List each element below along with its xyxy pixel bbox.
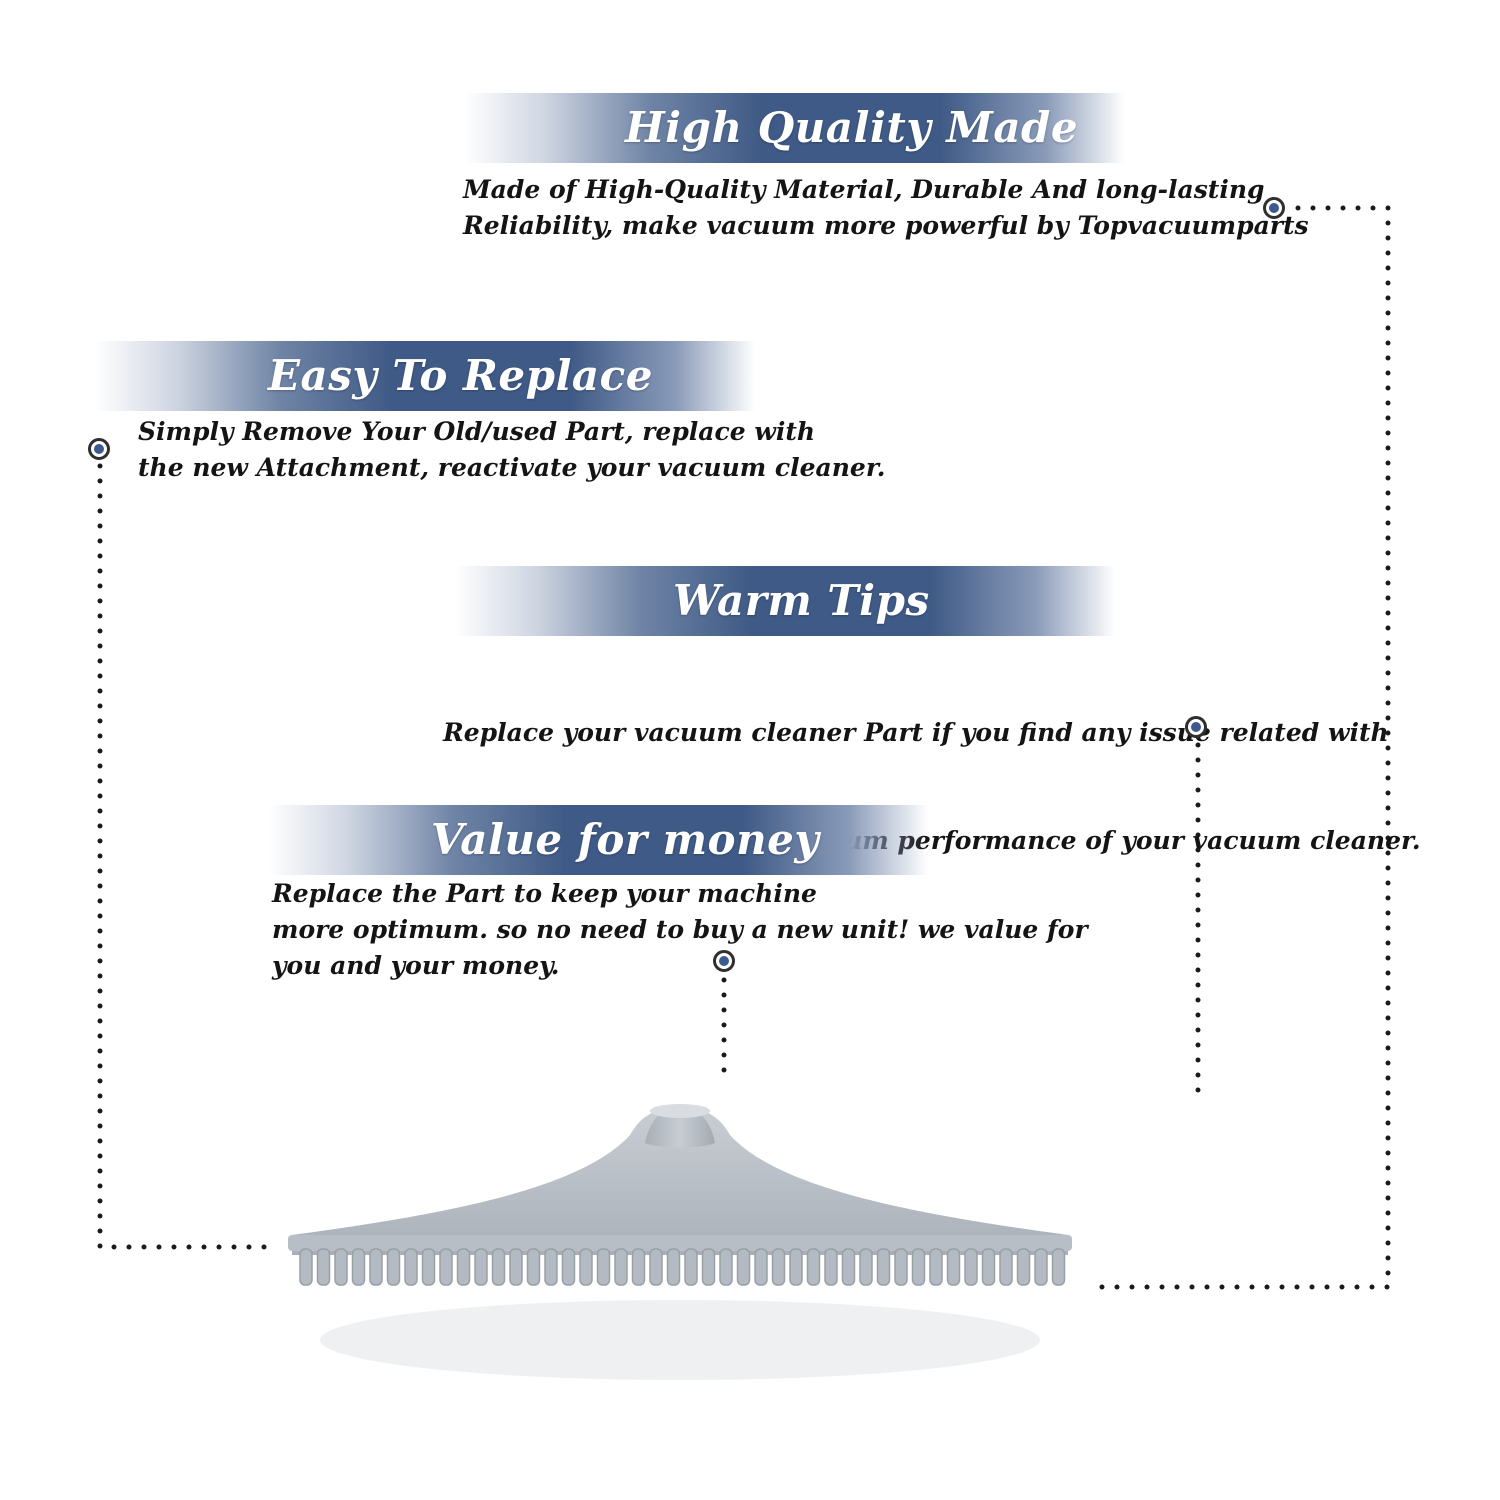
bristle-tooth: [631, 1248, 646, 1286]
bristle-tooth: [421, 1248, 436, 1286]
bristle-tooth: [701, 1248, 716, 1286]
feature-banner: Easy To Replace: [95, 341, 755, 411]
feature-title: High Quality Made: [625, 103, 1079, 152]
vacuum-floor-brush-attachment-icon: [288, 1104, 1072, 1380]
feature-description-line: Replace your vacuum cleaner Part if you …: [443, 718, 1389, 747]
bristle-tooth: [719, 1248, 733, 1286]
bristle-tooth: [789, 1248, 803, 1286]
bristle-tooth: [771, 1248, 786, 1286]
bristle-tooth: [964, 1248, 978, 1286]
bristle-tooth: [684, 1248, 698, 1286]
bristle-tooth: [386, 1248, 401, 1286]
bristle-tooth: [649, 1248, 663, 1286]
bristle-tooth: [456, 1248, 471, 1286]
bristle-tooth: [579, 1248, 593, 1286]
feature-description-line: Simply Remove Your Old/used Part, replac…: [138, 417, 816, 446]
bristle-tooth: [334, 1248, 348, 1286]
bristle-tooth: [1051, 1248, 1066, 1286]
bristle-tooth: [544, 1248, 558, 1286]
feature-title: Value for money: [431, 815, 820, 864]
target-marker-icon: [1185, 716, 1207, 738]
feature-title: Easy To Replace: [268, 351, 653, 400]
bristle-tooth: [911, 1248, 926, 1286]
bristle-tooth: [509, 1248, 523, 1286]
bristle-tooth: [614, 1248, 628, 1286]
bristle-tooth: [736, 1248, 751, 1286]
feature-description-line: more optimum. so no need to buy a new un…: [272, 915, 1088, 944]
bristle-tooth: [404, 1248, 418, 1286]
feature-title: Warm Tips: [673, 576, 930, 625]
bristle-tooth: [526, 1248, 541, 1286]
bristle-tooth: [894, 1248, 908, 1286]
feature-description-line: Replace the Part to keep your machine: [272, 879, 817, 908]
feature-description-line: you and your money.: [272, 951, 560, 980]
bristle-tooth: [981, 1248, 996, 1286]
target-marker-icon: [713, 950, 735, 972]
bristle-tooth: [596, 1248, 611, 1286]
feature-banner: Value for money: [268, 805, 928, 875]
bristle-tooth: [351, 1248, 366, 1286]
bristle-tooth: [439, 1248, 453, 1286]
bristle-tooth: [754, 1248, 768, 1286]
bristle-tooth: [369, 1248, 383, 1286]
bristle-tooth: [929, 1248, 943, 1286]
bristle-tooth: [474, 1248, 488, 1286]
feature-description: Made of High-Quality Material, Durable A…: [463, 172, 1309, 244]
bristle-tooth: [876, 1248, 891, 1286]
bristle-tooth: [824, 1248, 838, 1286]
bristle-tooth: [1016, 1248, 1031, 1286]
feature-banner: High Quality Made: [465, 93, 1125, 163]
feature-description-line: Reliability, make vacuum more powerful b…: [463, 211, 1309, 240]
bristle-tooth: [299, 1248, 313, 1286]
bristle-tooth: [316, 1248, 331, 1286]
feature-banner: Warm Tips: [455, 566, 1115, 636]
bristle-tooth: [946, 1248, 961, 1286]
bristle-tooth: [806, 1248, 821, 1286]
connector-line-easy-replace: [97, 463, 275, 1250]
bristle-tooth: [666, 1248, 681, 1286]
feature-description: Simply Remove Your Old/used Part, replac…: [138, 414, 885, 486]
bristle-tooth: [561, 1248, 576, 1286]
feature-description-line: the new Attachment, reactivate your vacu…: [138, 453, 886, 482]
bristle-tooth: [491, 1248, 506, 1286]
bristle-tooth: [999, 1248, 1013, 1286]
feature-description: Replace the Part to keep your machine mo…: [272, 876, 1088, 984]
target-marker-icon: [88, 438, 110, 460]
bristle-tooth: [859, 1248, 873, 1286]
bristle-tooth: [1034, 1248, 1048, 1286]
target-marker-icon: [1263, 197, 1285, 219]
feature-description-line: Made of High-Quality Material, Durable A…: [463, 175, 1265, 204]
bristle-tooth: [841, 1248, 856, 1286]
